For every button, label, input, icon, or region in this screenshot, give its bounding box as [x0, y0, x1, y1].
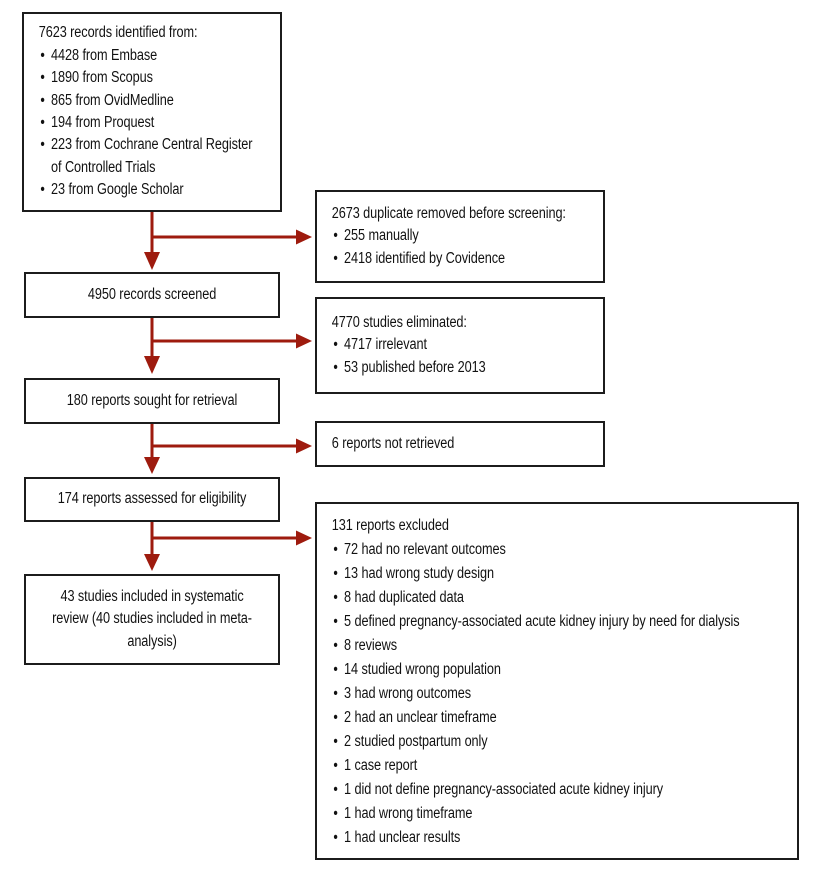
bullet-item: 53 published before 2013	[332, 357, 589, 380]
records-identified-title: 7623 records identified from:	[38, 24, 198, 42]
records-screened-box: 4950 records screened	[24, 272, 280, 318]
bullet-item: 8 reviews	[332, 634, 783, 658]
bullet-item: 2418 identified by Covidence	[332, 248, 589, 271]
bullet-item: 4428 from Embase	[39, 45, 266, 68]
bullet-item: 8 had duplicated data	[332, 586, 783, 610]
arrow-screened-to-sought-and-eliminated	[144, 318, 312, 374]
reports-not-retrieved-box: 6 reports not retrieved	[315, 421, 605, 467]
studies-included-text: 43 studies included in systematic review…	[52, 587, 252, 650]
bullet-item: 1 had unclear results	[332, 826, 783, 850]
reports-assessed-box: 174 reports assessed for eligibility	[24, 477, 280, 522]
bullet-item: 72 had no relevant outcomes	[332, 538, 783, 562]
studies-eliminated-box: 4770 studies eliminated: 4717 irrelevant…	[315, 297, 605, 394]
duplicates-removed-list: 255 manually2418 identified by Covidence	[332, 225, 589, 270]
bullet-item: 1 had wrong timeframe	[332, 802, 783, 826]
bullet-item: 1 case report	[332, 754, 783, 778]
bullet-item: 865 from OvidMedline	[39, 90, 266, 113]
records-identified-box: 7623 records identified from: 4428 from …	[22, 12, 282, 212]
reports-assessed-text: 174 reports assessed for eligibility	[57, 490, 247, 508]
bullet-item: 2 studied postpartum only	[332, 730, 783, 754]
arrow-assessed-to-included-and-excluded	[144, 522, 312, 571]
studies-included-box: 43 studies included in systematic review…	[24, 574, 280, 665]
studies-eliminated-title: 4770 studies eliminated:	[331, 313, 467, 331]
bullet-item: 1 did not define pregnancy-associated ac…	[332, 778, 783, 802]
bullet-item: 14 studied wrong population	[332, 658, 783, 682]
bullet-item: 223 from Cochrane Central Register of Co…	[39, 134, 266, 179]
reports-excluded-list: 72 had no relevant outcomes13 had wrong …	[332, 538, 783, 850]
reports-sought-box: 180 reports sought for retrieval	[24, 378, 280, 424]
bullet-item: 23 from Google Scholar	[39, 179, 266, 202]
reports-not-retrieved-text: 6 reports not retrieved	[331, 434, 455, 452]
bullet-item: 194 from Proquest	[39, 112, 266, 135]
bullet-item: 13 had wrong study design	[332, 562, 783, 586]
bullet-item: 4717 irrelevant	[332, 334, 589, 357]
bullet-item: 5 defined pregnancy-associated acute kid…	[332, 610, 783, 634]
arrow-identified-to-screened-and-duplicates	[144, 212, 312, 270]
reports-sought-text: 180 reports sought for retrieval	[66, 391, 238, 409]
bullet-item: 2 had an unclear timeframe	[332, 706, 783, 730]
reports-excluded-box: 131 reports excluded 72 had no relevant …	[315, 502, 799, 860]
records-screened-text: 4950 records screened	[87, 285, 217, 303]
bullet-item: 1890 from Scopus	[39, 67, 266, 90]
reports-excluded-title: 131 reports excluded	[331, 517, 449, 534]
studies-eliminated-list: 4717 irrelevant53 published before 2013	[332, 334, 589, 379]
duplicates-removed-box: 2673 duplicate removed before screening:…	[315, 190, 605, 283]
arrow-sought-to-assessed-and-not-retrieved	[144, 424, 312, 474]
bullet-item: 3 had wrong outcomes	[332, 682, 783, 706]
bullet-item: 255 manually	[332, 225, 589, 248]
records-identified-list: 4428 from Embase1890 from Scopus865 from…	[39, 45, 266, 203]
duplicates-removed-title: 2673 duplicate removed before screening:	[331, 204, 566, 222]
